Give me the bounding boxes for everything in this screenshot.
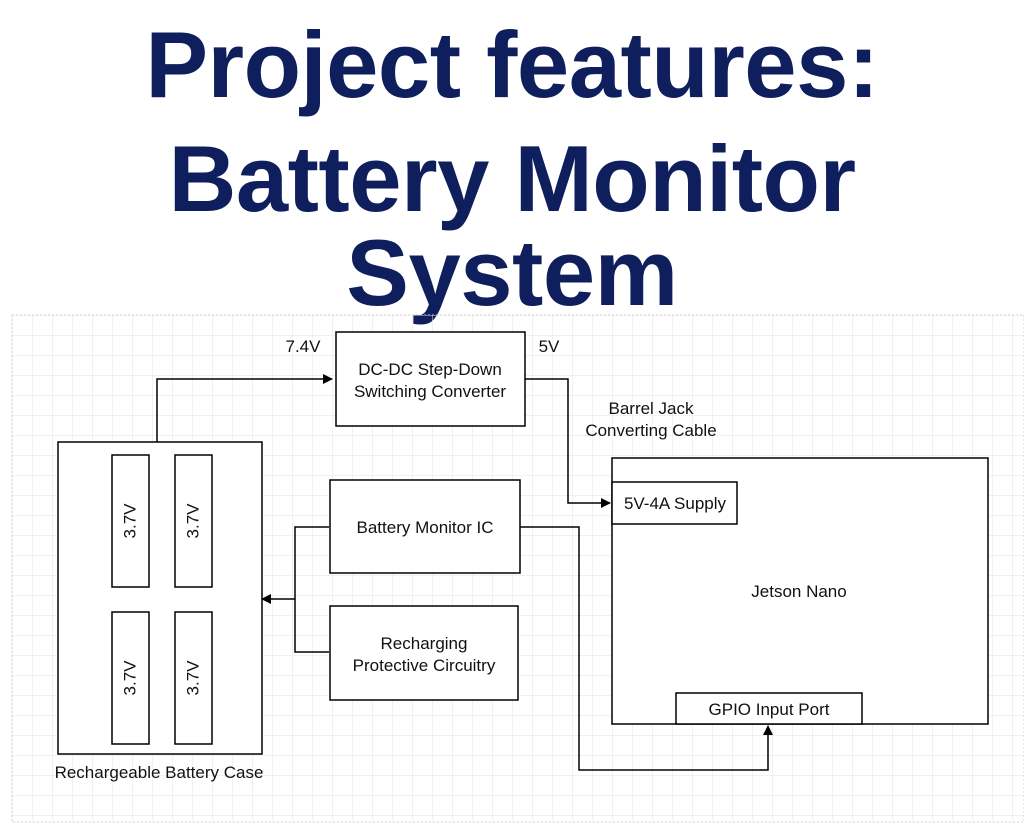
cell-label-4: 3.7V — [183, 660, 202, 696]
cable-label-2: Converting Cable — [585, 421, 716, 440]
supply-label: 5V-4A Supply — [624, 494, 727, 513]
gpio-label: GPIO Input Port — [709, 700, 830, 719]
recharging-label-1: Recharging — [381, 634, 468, 653]
cell-box-1 — [111, 454, 150, 588]
monitor-ic-box — [329, 479, 521, 574]
supply-box — [611, 481, 738, 525]
battery-case-label: Rechargeable Battery Case — [55, 763, 264, 782]
converter-box — [335, 331, 526, 427]
cell-box-4 — [174, 611, 213, 745]
recharging-label-2: Protective Circuitry — [353, 656, 496, 675]
title-line-2: Battery Monitor System — [168, 126, 856, 325]
cell-label-2: 3.7V — [183, 503, 202, 539]
cell-label-1: 3.7V — [120, 503, 139, 539]
converter-label-2: Switching Converter — [354, 382, 506, 401]
title-line-1: Project features: — [145, 12, 879, 117]
wire-battery-to-converter — [156, 374, 333, 442]
converter-label-1: DC-DC Step-Down — [358, 360, 502, 379]
battery-case-box — [57, 441, 263, 755]
cable-label-1: Barrel Jack — [608, 399, 694, 418]
gpio-box — [675, 692, 863, 725]
jetson-label: Jetson Nano — [751, 582, 846, 601]
monitor-ic-label: Battery Monitor IC — [357, 518, 494, 537]
voltage-out-label: 5V — [539, 337, 560, 356]
cell-box-3 — [111, 611, 150, 745]
wire-monitor-to-gpio — [520, 526, 773, 771]
voltage-in-label: 7.4V — [286, 337, 322, 356]
wire-converter-to-supply — [525, 378, 611, 508]
recharging-box — [329, 605, 519, 701]
cell-box-2 — [174, 454, 213, 588]
cell-label-3: 3.7V — [120, 660, 139, 696]
wire-monitor-branch — [294, 526, 329, 653]
